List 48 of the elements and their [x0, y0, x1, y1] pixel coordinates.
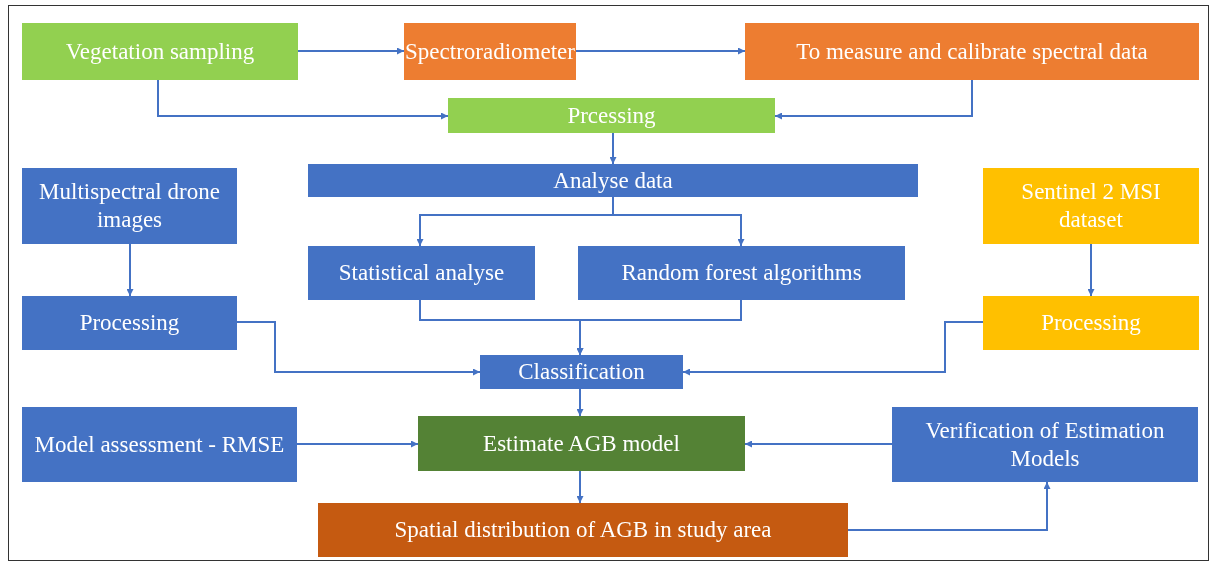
process-box	[480, 355, 683, 389]
box-label: Random forest algorithms	[621, 259, 862, 287]
box-label: Spatial distribution of AGB in study area	[394, 516, 772, 544]
box-label: Vegetation sampling	[65, 37, 255, 66]
arrow	[575, 47, 746, 55]
box-label: Estimate AGB model	[483, 429, 680, 458]
arrow	[576, 388, 584, 417]
process-box	[22, 23, 298, 80]
box-label: Processing	[1041, 309, 1141, 337]
process-box	[418, 416, 745, 471]
arrow	[126, 243, 134, 297]
process-box	[318, 503, 848, 557]
box-label: Verification of Estimation Models	[924, 416, 1166, 473]
arrow	[682, 321, 984, 376]
box-label: Model assessment - RMSE	[34, 430, 285, 459]
box-label: Multispectral drone images	[38, 178, 221, 234]
box-label: Spectroradiometer	[405, 37, 575, 66]
arrow	[576, 470, 584, 504]
process-box	[22, 407, 297, 482]
box-label: Prcessing	[567, 101, 656, 130]
process-box	[22, 168, 237, 244]
process-box	[578, 246, 905, 300]
arrow	[157, 79, 449, 120]
process-box	[22, 296, 237, 350]
process-box	[448, 98, 775, 133]
process-box	[892, 407, 1198, 482]
process-box	[404, 23, 576, 80]
arrow	[576, 299, 742, 356]
box-label: To measure and calibrate spectral data	[796, 37, 1148, 66]
arrow	[774, 79, 973, 120]
process-box	[745, 23, 1199, 80]
arrow	[236, 321, 481, 376]
process-box	[983, 168, 1199, 244]
arrow	[1087, 243, 1095, 297]
box-label: Analyse data	[553, 166, 673, 195]
box-label: Processing	[79, 309, 180, 337]
arrow	[296, 440, 419, 448]
process-box	[983, 296, 1199, 350]
arrow	[744, 440, 893, 448]
box-label: Sentinel 2 MSI dataset	[1020, 178, 1162, 234]
arrow	[612, 196, 745, 247]
box-label: Statistical analyse	[338, 259, 505, 287]
box-label: Classification	[518, 358, 645, 386]
process-box	[308, 164, 918, 197]
arrow	[609, 132, 617, 165]
arrow	[847, 481, 1051, 531]
process-box	[308, 246, 535, 300]
arrow	[297, 47, 405, 55]
